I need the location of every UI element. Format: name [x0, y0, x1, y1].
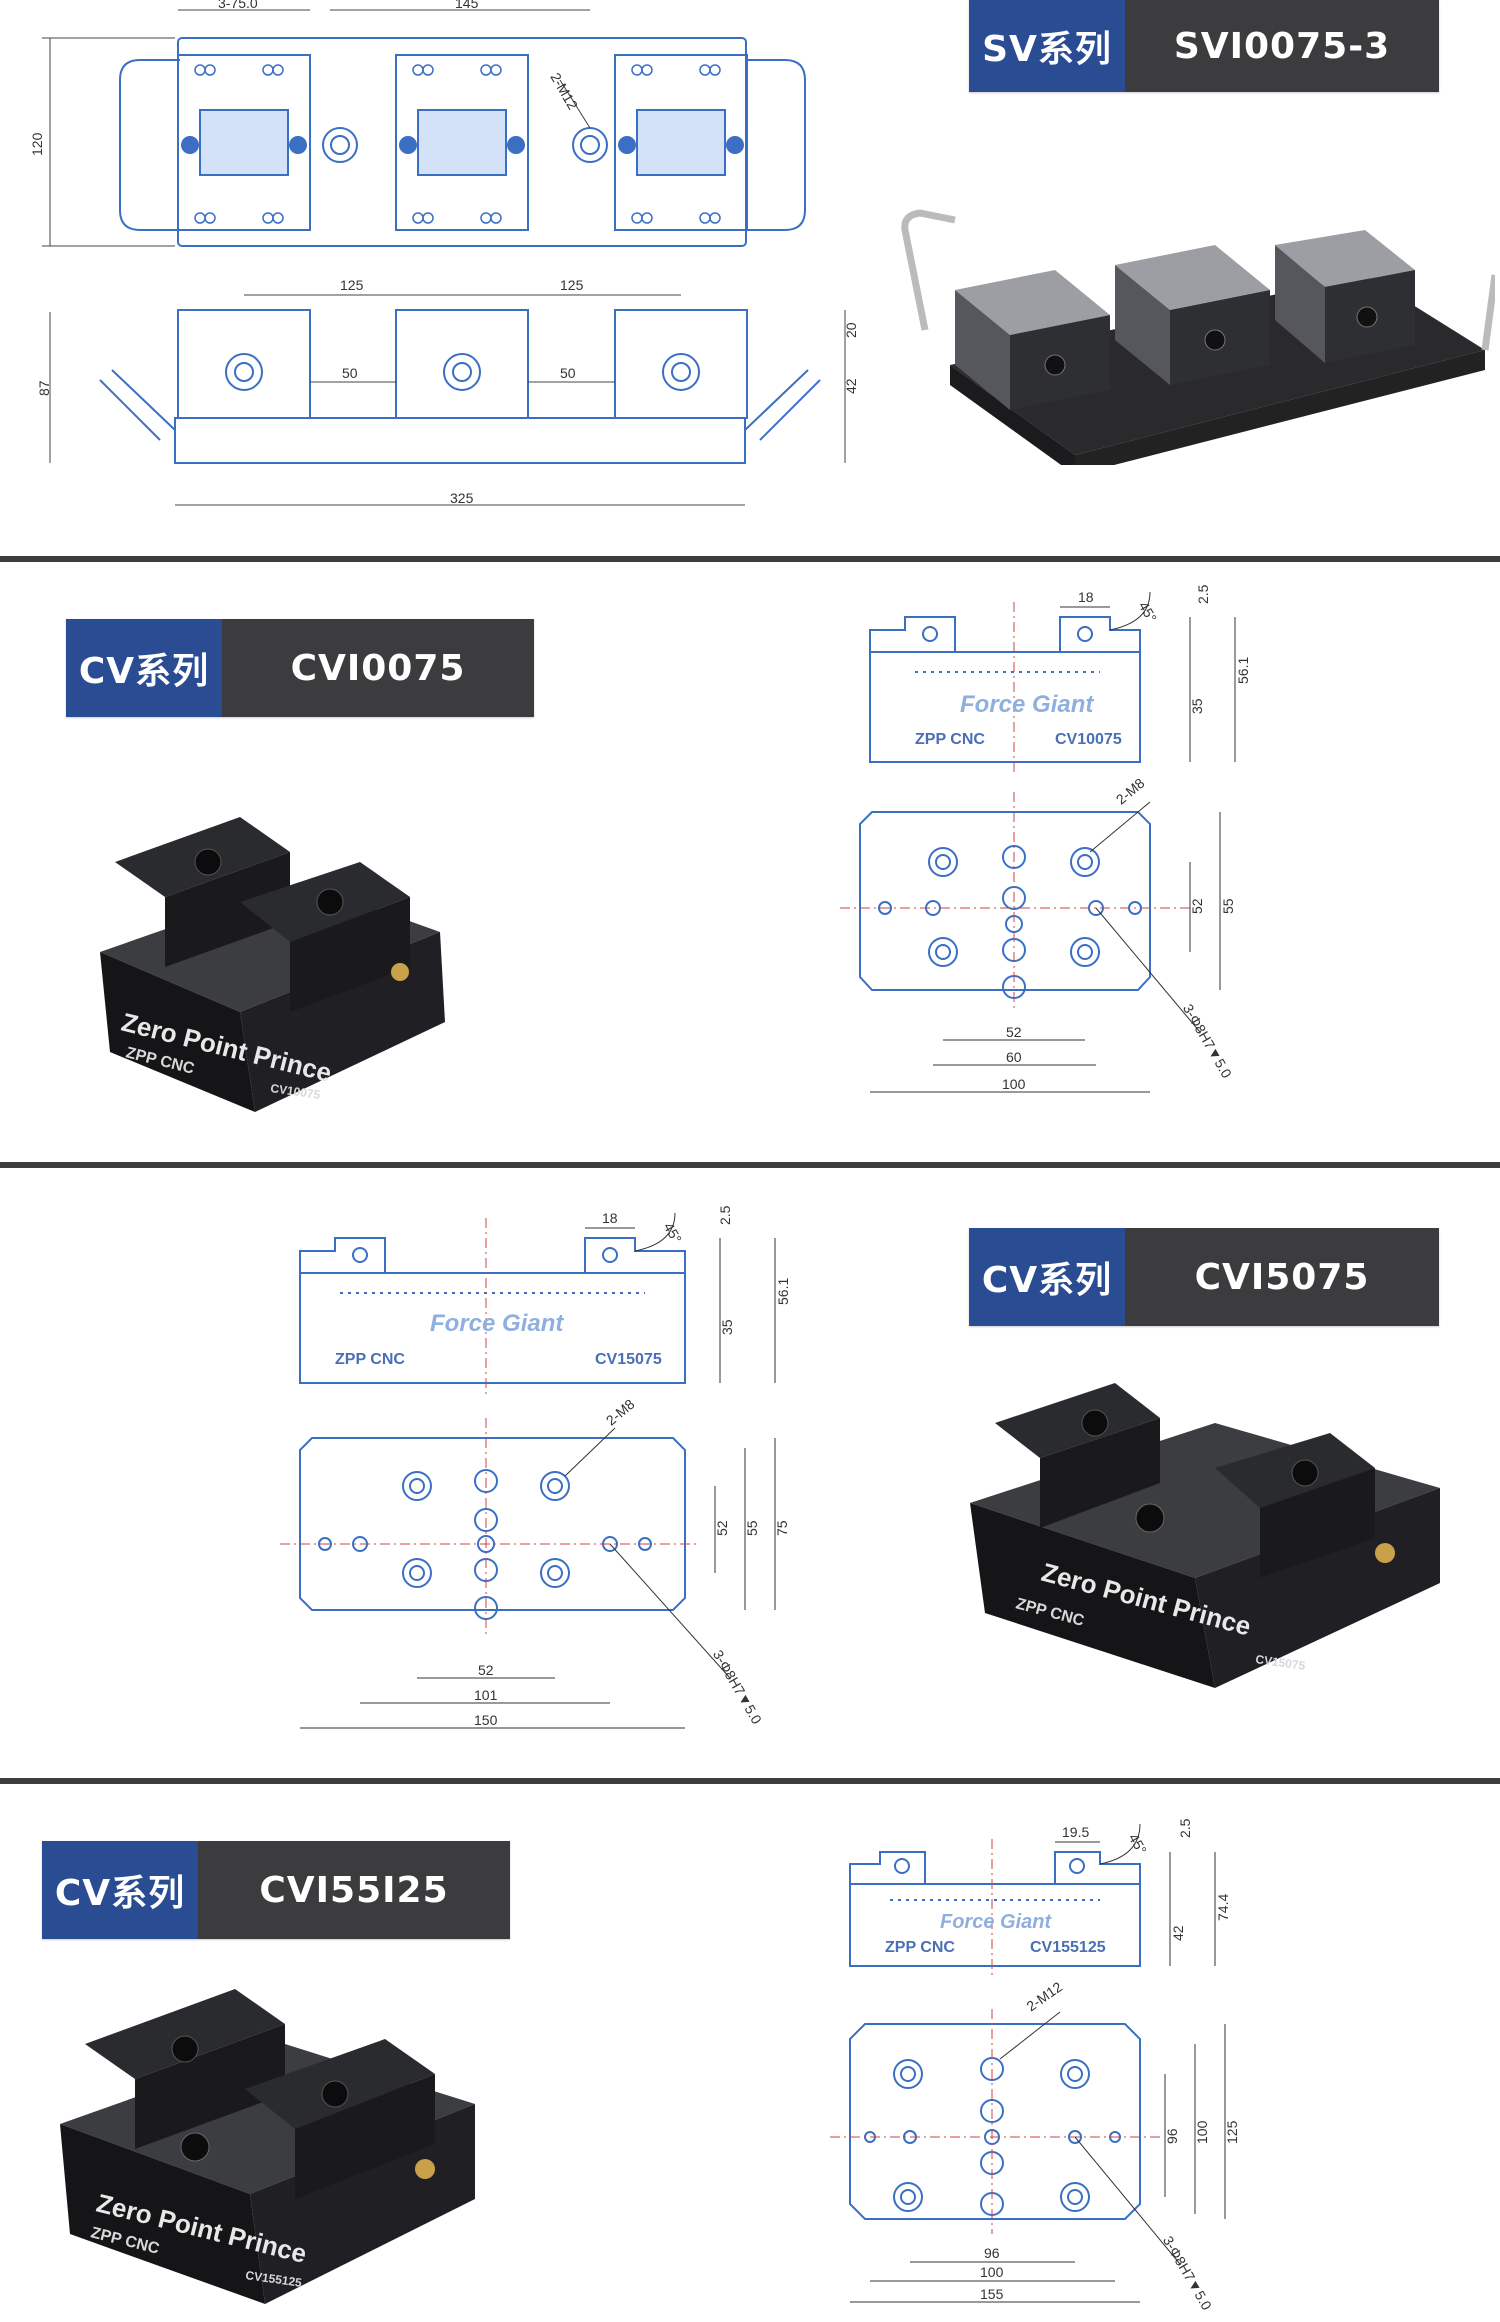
dim-w150: 150	[474, 1712, 498, 1728]
photo-code: CV15075	[1255, 1652, 1307, 1673]
drawing-brand: Force Giant	[430, 1310, 564, 1337]
drawing-code: CV15075	[595, 1351, 662, 1368]
drawing-maker: ZPP CNC	[335, 1351, 405, 1368]
dim-w96v: 96	[1164, 2128, 1180, 2144]
section-divider	[0, 1162, 1500, 1168]
model-badge: SV系列 SVI0075-3	[969, 0, 1439, 92]
model-label: CVI55I25	[198, 1841, 510, 1939]
technical-drawing: 145 3-75.0 120 2-M12 125 125 50 50 87 20…	[29, 0, 859, 506]
dim-w52v: 52	[714, 1520, 730, 1536]
dim-top: 19.5	[1062, 1824, 1089, 1840]
section-cv10075: CV系列 CVI0075 Zero Point Prince ZPP CNC C…	[0, 562, 1500, 1162]
dim-w52v: 52	[1189, 898, 1205, 914]
section-divider	[0, 1778, 1500, 1784]
dim-w155: 155	[980, 2286, 1004, 2302]
dim-h1: 35	[1189, 698, 1205, 714]
dim-w100v: 100	[1194, 2120, 1210, 2144]
dim-gap-a: 50	[342, 365, 358, 381]
dim-w101: 101	[474, 1687, 498, 1703]
drawing-code: CV155125	[1030, 1939, 1106, 1956]
dim-w100: 100	[980, 2264, 1004, 2280]
section-cv155125: CV系列 CVI55I25 Zero Point Prince ZPP CNC …	[0, 1784, 1500, 2322]
series-label: CV系列	[42, 1841, 198, 1939]
dim-h1: 35	[719, 1319, 735, 1335]
technical-drawing: Force Giant ZPP CNC CV15075 18 45° 2.5 3…	[280, 1205, 791, 1729]
section-sv10075-3: SV系列 SVI0075-3	[0, 0, 1500, 556]
dim-top: 18	[602, 1210, 618, 1226]
series-label: CV系列	[969, 1228, 1125, 1326]
dim-h2: 56.1	[1235, 657, 1251, 684]
product-photo: Zero Point Prince ZPP CNC CV10075	[100, 817, 445, 1112]
section-cv15075: CV系列 CVI5075	[0, 1168, 1500, 1778]
dim-top: 18	[1078, 589, 1094, 605]
dim-w55: 55	[744, 1520, 760, 1536]
model-badge: CV系列 CVI55I25	[42, 1841, 510, 1939]
dim-h2: 74.4	[1215, 1894, 1231, 1921]
product-photo: Zero Point Prince ZPP CNC CV15075	[970, 1383, 1440, 1688]
model-label: SVI0075-3	[1125, 0, 1439, 92]
drawing-maker: ZPP CNC	[915, 731, 985, 748]
dim-small: 2.5	[1177, 1818, 1193, 1838]
product-photo	[901, 209, 1495, 465]
dim-w96: 96	[984, 2245, 1000, 2261]
drawing-maker: ZPP CNC	[885, 1939, 955, 1956]
dim-angle: 45°	[1136, 599, 1160, 625]
dim-angle: 45°	[661, 1220, 685, 1246]
drawing-code: CV10075	[1055, 731, 1122, 748]
model-badge: CV系列 CVI5075	[969, 1228, 1439, 1326]
dim-thread: 2-M8	[603, 1396, 638, 1429]
model-badge: CV系列 CVI0075	[66, 619, 534, 717]
dim-hole: 3-Φ8H7▼5.0	[1160, 2233, 1215, 2313]
dim-spacing-b: 125	[560, 277, 584, 293]
drawing-brand: Force Giant	[960, 691, 1094, 718]
dim-small: 2.5	[1195, 584, 1211, 604]
dim-top-left: 3-75.0	[218, 0, 258, 11]
dim-w52: 52	[478, 1662, 494, 1678]
dim-overall-height: 87	[36, 380, 52, 396]
dim-h2: 56.1	[775, 1278, 791, 1305]
photo-code: CV10075	[270, 1081, 322, 1102]
dim-thread: 2-M8	[1113, 775, 1148, 808]
dim-w55: 55	[1220, 898, 1236, 914]
dim-h1: 42	[1170, 1925, 1186, 1941]
technical-drawing: Force Giant ZPP CNC CV155125 19.5 45° 2.…	[830, 1818, 1240, 2313]
dim-gap-b: 50	[560, 365, 576, 381]
dim-length: 325	[450, 490, 474, 506]
dim-thread: 2-M12	[1023, 1978, 1065, 2014]
dim-w75: 75	[774, 1520, 790, 1536]
dim-w100: 100	[1002, 1076, 1026, 1092]
dim-w52: 52	[1006, 1024, 1022, 1040]
series-label: CV系列	[66, 619, 222, 717]
model-label: CVI5075	[1125, 1228, 1439, 1326]
dim-small: 2.5	[717, 1205, 733, 1225]
model-label: CVI0075	[222, 619, 534, 717]
series-label: SV系列	[969, 0, 1125, 92]
dim-hole: 3-Φ8H7▼5.0	[710, 1647, 765, 1727]
dim-top-width: 145	[455, 0, 479, 11]
dim-thread: 2-M12	[547, 70, 581, 113]
dim-lower-h: 42	[843, 378, 859, 394]
product-photo: Zero Point Prince ZPP CNC CV155125	[60, 1989, 475, 2304]
dim-upper-h: 20	[843, 322, 859, 338]
dim-w125: 125	[1224, 2120, 1240, 2144]
dim-height: 120	[29, 132, 45, 156]
dim-hole: 3-Φ8H7▼5.0	[1180, 1001, 1235, 1081]
drawing-brand: Force Giant	[940, 1911, 1052, 1933]
dim-w60: 60	[1006, 1049, 1022, 1065]
dim-angle: 45°	[1126, 1831, 1150, 1857]
technical-drawing: Force Giant ZPP CNC CV10075 18 45° 2.5 3…	[840, 584, 1251, 1093]
dim-spacing-a: 125	[340, 277, 364, 293]
section-divider	[0, 556, 1500, 562]
